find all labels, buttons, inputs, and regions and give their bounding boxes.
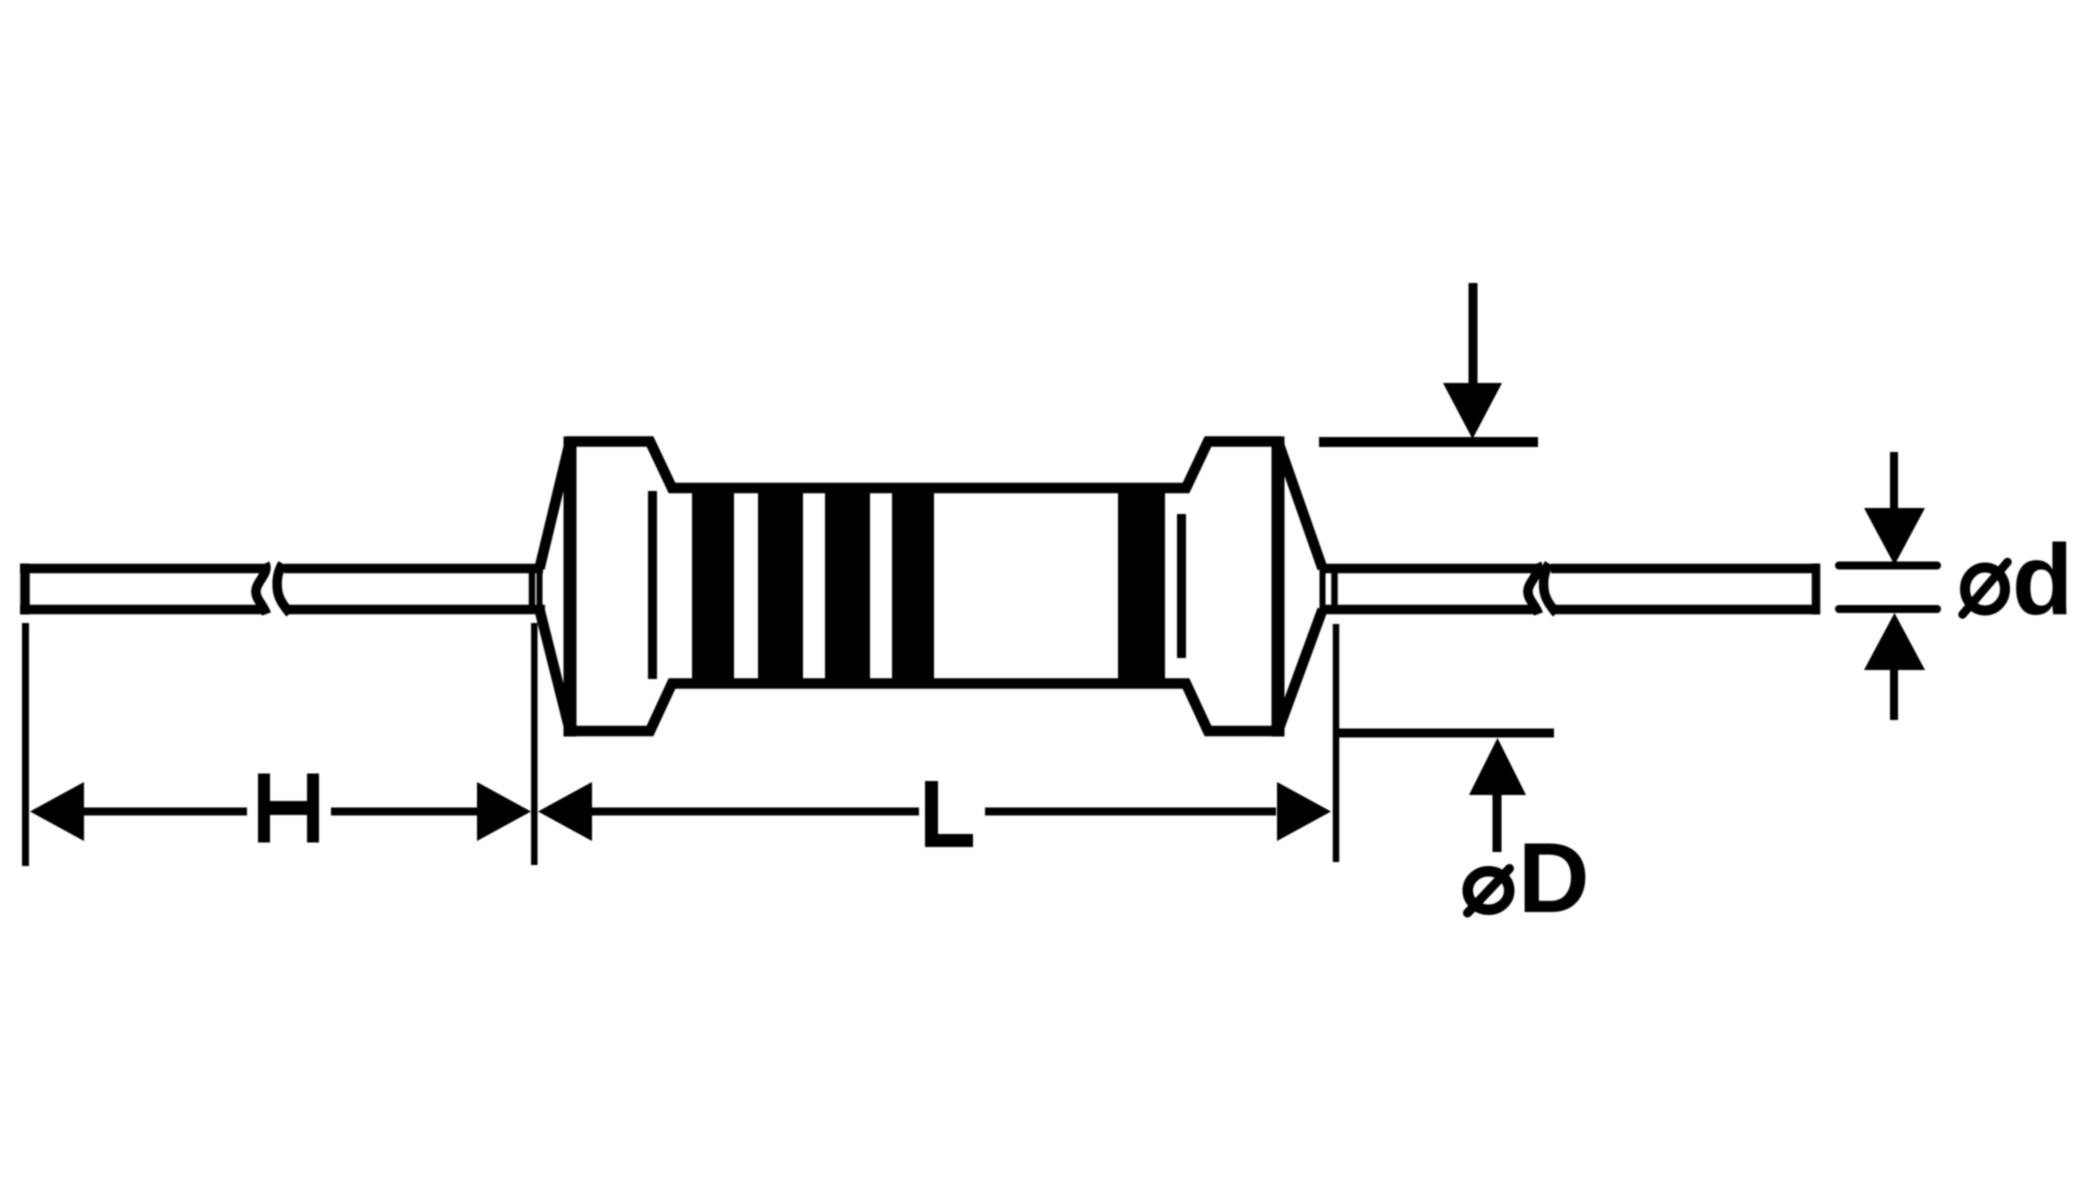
svg-text:D: D bbox=[1518, 822, 1590, 933]
svg-text:d: d bbox=[2012, 524, 2073, 636]
